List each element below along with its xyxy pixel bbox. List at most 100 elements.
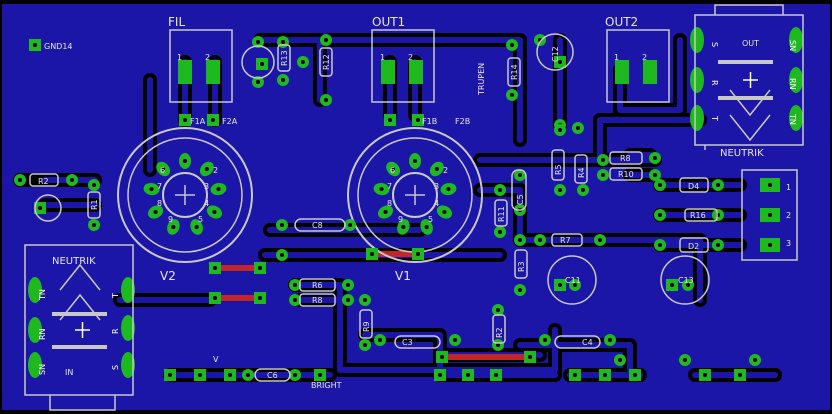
label-s-in: S	[111, 365, 120, 370]
tube-pin-num: 4	[434, 199, 439, 208]
drill-hole	[738, 373, 742, 377]
drill-hole	[442, 210, 447, 214]
ref-r7: R7	[560, 236, 571, 245]
drill-hole	[581, 188, 585, 192]
drill-hole	[608, 338, 612, 342]
drill-hole	[212, 210, 217, 214]
resistor-body	[609, 167, 643, 181]
ref-designators: R2 R1 R13 R12 R14 R11 R3 R5 R4 R8 R10 R7…	[38, 46, 706, 380]
drill-hole	[92, 183, 96, 187]
terminal-pad	[643, 60, 657, 84]
ref-r12: R12	[322, 54, 331, 70]
drill-hole	[670, 283, 674, 287]
drill-hole	[633, 373, 637, 377]
resistor-body	[551, 233, 583, 247]
drill-hole	[258, 296, 262, 300]
jack-pad	[690, 27, 704, 53]
resistor-body	[684, 208, 718, 222]
jack-pad	[789, 105, 803, 131]
tube-pin-num: 7	[157, 182, 162, 191]
tube-pin-num: 4	[204, 199, 209, 208]
drill-hole	[281, 40, 285, 44]
terminal-pin-numbers: 1 2 1 2 1 2 1 2 3	[177, 53, 791, 248]
drill-hole	[183, 159, 187, 163]
pin-num: 1	[177, 53, 182, 62]
ref-r3: R3	[517, 261, 526, 272]
jack-pad	[690, 67, 704, 93]
drill-hole	[416, 252, 420, 256]
drill-hole	[768, 213, 772, 217]
drill-hole	[211, 118, 215, 122]
resistor-body	[299, 293, 336, 307]
drill-hole	[363, 298, 367, 302]
diode-body	[679, 237, 709, 253]
drill-hole	[260, 62, 264, 66]
ref-r8: R8	[620, 154, 631, 163]
jack-pad	[28, 317, 42, 343]
drill-hole	[601, 173, 605, 177]
drill-hole	[280, 223, 284, 227]
drill-hole	[603, 373, 607, 377]
resistor-body	[87, 191, 101, 219]
label-tn-in: TN	[38, 289, 47, 301]
electrolytic-cap	[547, 255, 597, 305]
tube-pin-labels: 2 3 4 5 6 7 8 9 2 3 4 5 6 7 8 9	[157, 166, 448, 224]
ref-c11: C11	[565, 276, 581, 285]
drill-hole	[653, 156, 657, 160]
terminal-pad	[381, 60, 395, 84]
drill-hole	[256, 40, 260, 44]
drill-hole	[378, 338, 382, 342]
ref-c3: C3	[402, 338, 413, 347]
drill-hole	[683, 358, 687, 362]
drill-hole	[216, 187, 221, 192]
label-tn-out: TN	[788, 113, 797, 125]
ref-r4: R4	[577, 167, 586, 178]
ref-c13: C13	[678, 276, 694, 285]
tube-pin-num: 8	[387, 199, 392, 208]
resistor-body	[551, 149, 565, 181]
drill-hole	[658, 183, 662, 187]
label-v2: V2	[160, 269, 176, 283]
drill-hole	[416, 118, 420, 122]
jack-pad	[121, 352, 135, 378]
resistor-body	[277, 44, 291, 72]
terminal-pad	[206, 60, 220, 84]
tube-pin-num: 8	[157, 199, 162, 208]
drill-hole	[686, 283, 690, 287]
diode-body	[679, 177, 709, 193]
drill-hole	[379, 187, 384, 192]
label-out2: OUT2	[605, 15, 638, 29]
drill-hole	[558, 128, 562, 132]
label-v1: V1	[395, 269, 411, 283]
drill-hole	[363, 343, 367, 347]
drill-hole	[370, 252, 374, 256]
capacitor-body	[254, 368, 291, 382]
drill-hole	[246, 373, 250, 377]
ref-c6: C6	[267, 371, 278, 380]
ref-r1: R1	[90, 199, 99, 210]
label-f1b: F1B	[422, 117, 437, 126]
pin-num: 1	[786, 183, 791, 192]
jack-pad	[789, 27, 803, 53]
pin-num: 2	[408, 53, 413, 62]
label-neutrik-in: NEUTRIK	[52, 256, 96, 267]
drill-hole	[153, 210, 158, 214]
pin-num: 3	[786, 239, 791, 248]
drill-hole	[440, 355, 444, 359]
pin-num: 2	[205, 53, 210, 62]
drill-hole	[301, 60, 305, 64]
resistor-body	[609, 151, 643, 165]
label-in: IN	[65, 368, 73, 377]
drill-hole	[438, 373, 442, 377]
drill-hole	[401, 224, 406, 229]
ref-r13: R13	[280, 50, 289, 66]
drill-hole	[413, 159, 417, 163]
tube-pin-num: 3	[434, 182, 439, 191]
pin-num: 2	[786, 211, 791, 220]
tube-pin-num: 2	[213, 166, 218, 175]
label-t-out: T	[710, 115, 719, 121]
terminal-out2-outline	[606, 29, 670, 103]
ref-r11: R11	[497, 206, 506, 222]
drill-hole	[498, 230, 502, 234]
